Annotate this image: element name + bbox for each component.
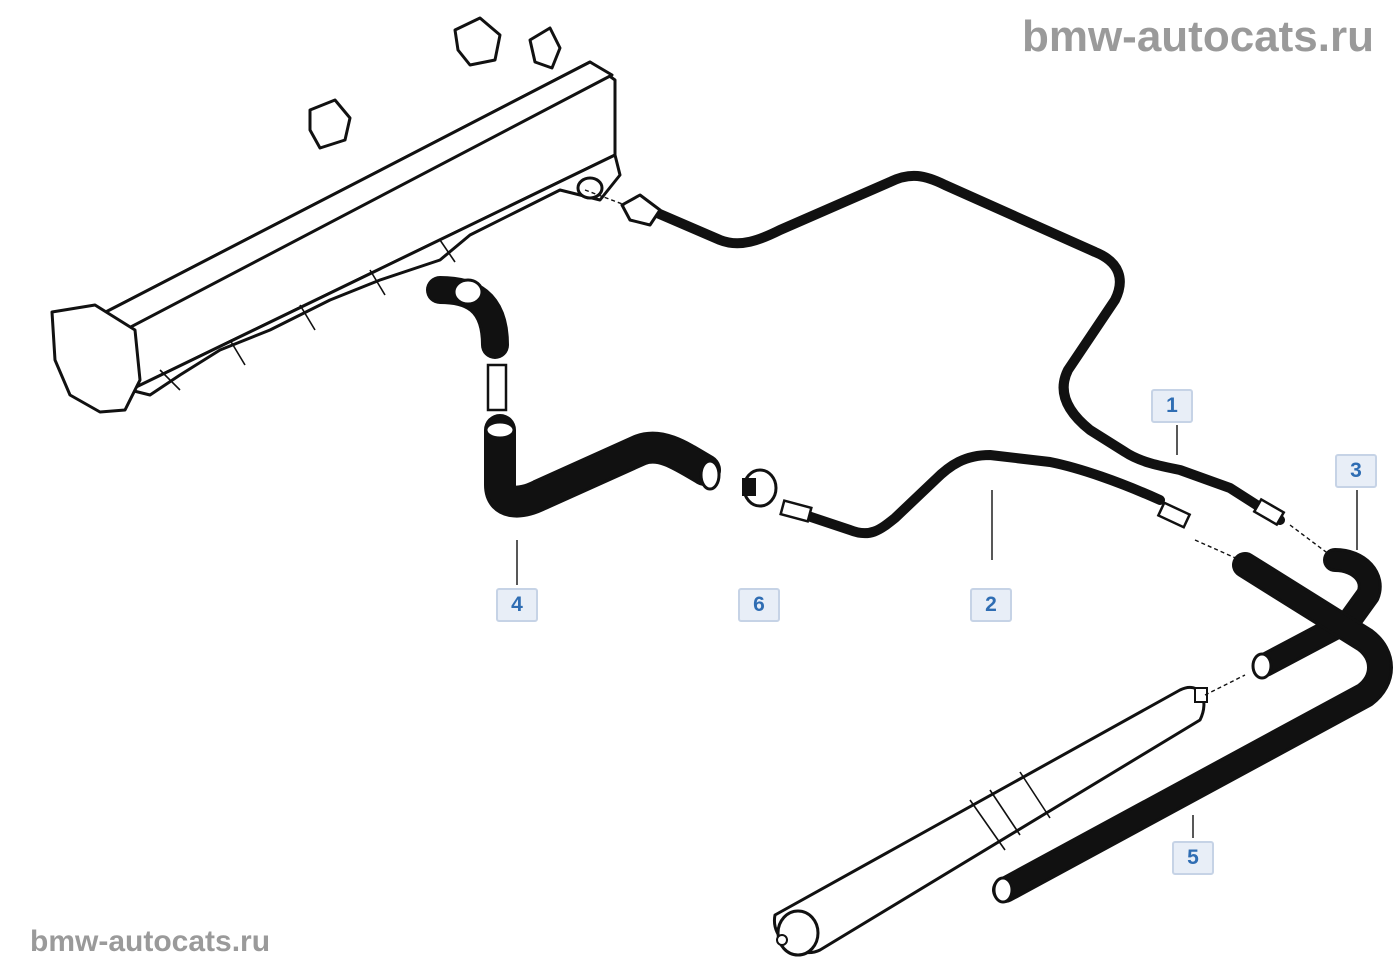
fuel-line-2 [779,450,1192,539]
hose-4 [426,276,721,518]
fuel-filter [773,685,1208,957]
callout-3: 3 [1335,454,1377,488]
callout-2: 2 [970,588,1012,622]
fuel-rail [50,16,622,414]
callout-6: 6 [738,588,780,622]
watermark-top: bmw-autocats.ru [1021,12,1374,61]
leader-lines [516,189,1358,838]
fuel-line-1 [620,170,1286,527]
hose-clamp-6 [742,468,778,508]
hose-5 [992,552,1393,904]
callout-5: 5 [1172,841,1214,875]
watermark-bottom: bmw-autocats.ru [30,925,271,958]
hose-3 [1251,548,1382,680]
callout-4: 4 [496,588,538,622]
callout-1: 1 [1151,389,1193,423]
